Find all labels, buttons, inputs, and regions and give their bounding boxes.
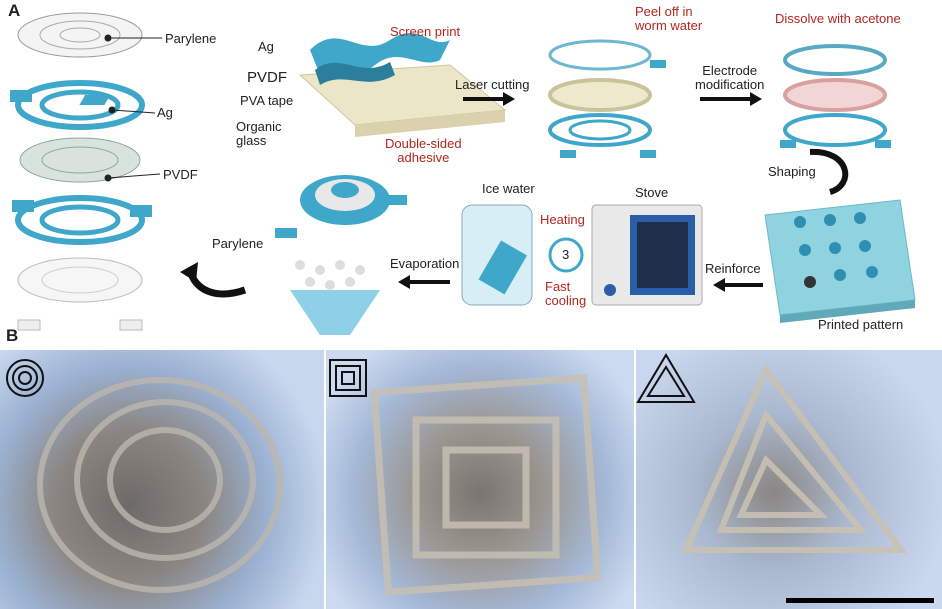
step-laser-cutting: Laser cutting — [455, 77, 530, 92]
panel-a-graphics — [10, 12, 916, 335]
domed-sensor-illustration — [275, 175, 407, 335]
step-shaping: Shaping — [768, 164, 816, 179]
step-evaporation: Evaporation — [390, 256, 460, 271]
panel-b-label: B — [6, 326, 19, 345]
photo-square-spiral — [326, 350, 634, 609]
exploded-sensor-stack — [10, 12, 152, 331]
step-electrode-modification: Electrode modification — [695, 63, 765, 93]
laser-cut-electrodes — [548, 39, 666, 158]
layer-label-pva-tape: PVA tape — [240, 93, 294, 108]
panel-a-label: A — [8, 1, 21, 20]
ice-water-beaker — [461, 204, 584, 306]
step-dissolve-acetone: Dissolve with acetone — [775, 11, 901, 26]
process-arrows — [180, 92, 849, 298]
printed-pattern-board — [764, 199, 916, 323]
step-peel-off: Peel off in worm water — [635, 4, 703, 34]
layer-label-organic-glass: Organic glass — [236, 119, 282, 149]
photo-triangular-spiral — [636, 350, 942, 609]
modified-electrodes — [780, 44, 891, 148]
step-stove: Stove — [635, 185, 669, 200]
step-parylene: Parylene — [212, 236, 264, 251]
stack-label-parylene: Parylene — [165, 31, 217, 46]
step-heating: Heating — [540, 212, 585, 227]
photo-circular-spiral — [0, 350, 324, 609]
layer-label-pvdf: PVDF — [247, 69, 288, 86]
stack-label-ag: Ag — [157, 105, 173, 120]
step-reinforce: Reinforce — [705, 261, 761, 276]
stack-label-pvdf: PVDF — [163, 167, 198, 182]
step-printed-pattern: Printed pattern — [818, 317, 904, 332]
cycle-count: 3 — [562, 247, 570, 262]
step-fast-cooling: Fast cooling — [545, 279, 587, 309]
step-double-sided-adhesive: Double-sided adhesive — [385, 136, 462, 166]
step-screen-print: Screen print — [390, 24, 461, 39]
layered-substrate-illustration — [298, 32, 507, 137]
stove-illustration — [591, 204, 703, 306]
scale-bar — [786, 598, 934, 603]
layer-label-ag: Ag — [258, 39, 274, 54]
step-ice-water: Ice water — [482, 181, 535, 196]
